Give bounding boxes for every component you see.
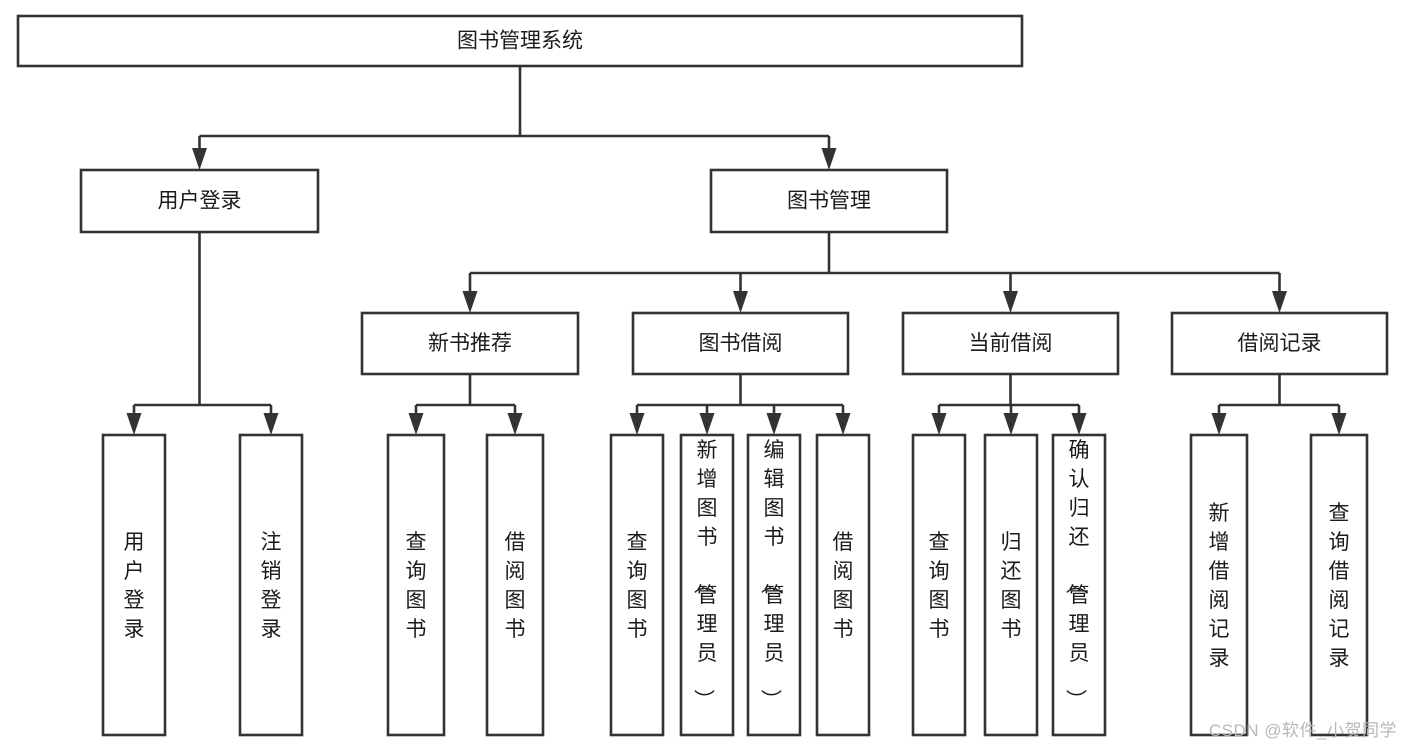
arrow-head <box>699 413 715 435</box>
node-label: 用户登录 <box>124 531 145 641</box>
arrow-head <box>1071 413 1087 435</box>
node-leaf-0[interactable]: 用户登录 <box>101 433 167 737</box>
arrow-head <box>766 413 782 435</box>
node-label: 编辑图书（管理员） <box>759 439 785 710</box>
node-level3-3[interactable]: 借阅记录 <box>1170 311 1389 376</box>
node-leaf-1[interactable]: 注销登录 <box>238 433 304 737</box>
node-leaf-3[interactable]: 借阅图书 <box>485 433 545 737</box>
node-box[interactable] <box>609 433 665 737</box>
arrow-head <box>1003 413 1019 435</box>
node-label: 查询图书 <box>929 531 950 641</box>
node-leaf-9[interactable]: 归还图书 <box>983 433 1039 737</box>
node-box[interactable] <box>1170 311 1389 376</box>
node-level2-1[interactable]: 图书管理 <box>709 168 949 234</box>
node-label: 新增借阅记录 <box>1209 502 1230 670</box>
node-box[interactable] <box>360 311 580 376</box>
node-box[interactable] <box>485 433 545 737</box>
node-box[interactable] <box>911 433 967 737</box>
arrow-head <box>931 413 947 435</box>
node-level3-1[interactable]: 图书借阅 <box>631 311 850 376</box>
node-box[interactable] <box>101 433 167 737</box>
node-box[interactable] <box>709 168 949 234</box>
arrow-head <box>1272 291 1287 313</box>
node-box[interactable] <box>386 433 446 737</box>
node-level3-0[interactable]: 新书推荐 <box>360 311 580 376</box>
arrow-head <box>835 413 851 435</box>
node-box[interactable] <box>238 433 304 737</box>
arrow-head <box>1331 413 1347 435</box>
connector-layer <box>126 66 1347 435</box>
node-layer: 图书管理系统用户登录图书管理新书推荐图书借阅当前借阅借阅记录用户登录注销登录查询… <box>16 14 1389 737</box>
node-label: 新书推荐 <box>428 332 512 355</box>
node-box[interactable] <box>815 433 871 737</box>
node-label: 图书借阅 <box>699 332 783 355</box>
node-leaf-8[interactable]: 查询图书 <box>911 433 967 737</box>
node-level2-0[interactable]: 用户登录 <box>79 168 320 234</box>
arrow-head <box>462 291 478 313</box>
node-label: 当前借阅 <box>969 332 1053 355</box>
node-label: 借阅图书 <box>833 531 854 641</box>
arrow-head <box>629 413 645 435</box>
node-leaf-6[interactable]: 编辑图书（管理员） <box>746 433 802 737</box>
arrow-head <box>192 148 207 170</box>
node-label: 新增图书（管理员） <box>692 439 718 710</box>
arrow-head <box>126 413 142 435</box>
node-label: 借阅记录 <box>1238 332 1322 355</box>
node-box[interactable] <box>1189 433 1249 737</box>
node-label: 注销登录 <box>261 531 282 641</box>
node-label: 借阅图书 <box>505 531 526 641</box>
arrow-head <box>821 148 837 170</box>
arrow-head <box>1211 413 1227 435</box>
node-label: 确认归还（管理员） <box>1064 439 1090 710</box>
csdn-watermark: CSDN @软件_小贺同学 <box>1208 721 1397 740</box>
node-label: 查询图书 <box>627 531 648 641</box>
node-label: 归还图书 <box>1001 531 1022 641</box>
node-leaf-11[interactable]: 新增借阅记录 <box>1189 433 1249 737</box>
node-leaf-7[interactable]: 借阅图书 <box>815 433 871 737</box>
node-label: 图书管理 <box>787 190 871 213</box>
node-label: 用户登录 <box>158 190 242 213</box>
node-leaf-5[interactable]: 新增图书（管理员） <box>679 433 735 737</box>
node-box[interactable] <box>16 14 1024 68</box>
arrow-head <box>1003 291 1018 313</box>
node-box[interactable] <box>1051 433 1107 737</box>
node-label: 查询图书 <box>406 531 427 641</box>
node-box[interactable] <box>79 168 320 234</box>
node-box[interactable] <box>679 433 735 737</box>
arrow-head <box>507 413 523 435</box>
node-box[interactable] <box>746 433 802 737</box>
node-root-0[interactable]: 图书管理系统 <box>16 14 1024 68</box>
arrow-head <box>408 413 424 435</box>
node-box[interactable] <box>1309 433 1369 737</box>
node-level3-2[interactable]: 当前借阅 <box>901 311 1120 376</box>
node-leaf-2[interactable]: 查询图书 <box>386 433 446 737</box>
node-box[interactable] <box>631 311 850 376</box>
node-leaf-12[interactable]: 查询借阅记录 <box>1309 433 1369 737</box>
arrow-head <box>733 291 748 313</box>
node-label: 查询借阅记录 <box>1329 502 1350 670</box>
node-box[interactable] <box>983 433 1039 737</box>
node-box[interactable] <box>901 311 1120 376</box>
arrow-head <box>263 413 279 435</box>
node-leaf-4[interactable]: 查询图书 <box>609 433 665 737</box>
node-leaf-10[interactable]: 确认归还（管理员） <box>1051 433 1107 737</box>
node-label: 图书管理系统 <box>457 30 583 53</box>
